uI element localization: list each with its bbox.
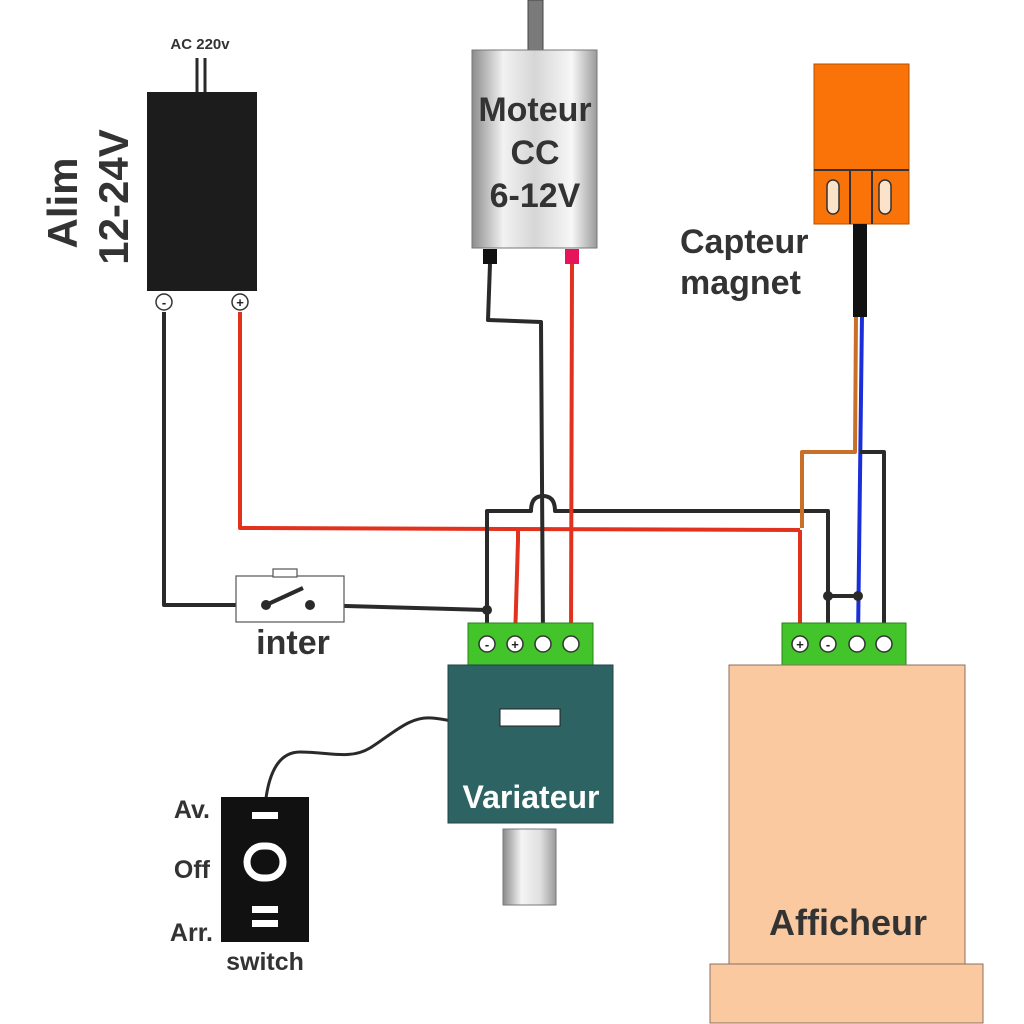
psu-terminal-minus: [155, 293, 173, 311]
motor-terminal-black: [483, 249, 497, 264]
display-terminals: + -: [791, 635, 893, 653]
variator: - + Variateur: [447, 622, 614, 906]
rocker-position-forward: Av.: [174, 796, 210, 824]
variator-terminals: - +: [478, 635, 580, 653]
sensor-cable: [853, 224, 867, 317]
inter-lever: [265, 586, 304, 607]
motor-body: [471, 49, 598, 249]
rocker-mark-off: [243, 842, 287, 882]
rocker-switch-body: [221, 797, 309, 942]
variator-terminal-plus: [506, 635, 524, 653]
display-label: Afficheur: [769, 902, 927, 943]
motor-label-line2: CC: [510, 134, 559, 172]
motor-label-line1: Moteur: [478, 91, 591, 129]
ac-input-label: AC 220v: [170, 36, 230, 53]
rocker-mark-reverse: [252, 920, 278, 927]
sensor-mount-hole: [826, 179, 840, 215]
sensor-mount-hole: [878, 179, 892, 215]
wire-ground-bus: [485, 494, 830, 640]
rocker-switch-label: switch: [226, 948, 304, 976]
variator-body: [447, 664, 614, 824]
variator-terminal-minus-sign: -: [485, 637, 489, 652]
inter-label: inter: [256, 624, 330, 662]
power-supply-label-line2: 12-24V: [90, 129, 137, 264]
psu-terminal-plus: [231, 293, 249, 311]
wire-motor-black: [486, 263, 545, 641]
inter-switch-button: [272, 568, 298, 578]
wires: [162, 263, 886, 799]
wire-psu-minus: [162, 312, 266, 607]
rocker-switch: Av. Off Arr. switch: [170, 796, 309, 976]
rocker-position-off: Off: [174, 856, 211, 884]
variator-terminal-plus-sign: +: [511, 637, 519, 652]
variator-terminal-minus: [478, 635, 496, 653]
display-terminal-minus: [819, 635, 837, 653]
magnetic-sensor: Capteur magnet: [680, 63, 910, 317]
sensor-label-line1: Capteur: [680, 223, 808, 261]
variator-label: Variateur: [463, 779, 600, 815]
inter-contact: [305, 600, 315, 610]
power-supply-body: [147, 92, 257, 291]
variator-terminal-motor-1: [534, 635, 552, 653]
sensor-label-line2: magnet: [680, 264, 801, 302]
display-terminal-plus-sign: +: [796, 637, 804, 652]
display-terminal-minus-sign: -: [826, 637, 830, 652]
variator-knob: [502, 828, 557, 906]
power-supply: AC 220v Alim 12-24V - +: [39, 36, 257, 311]
wire-red-to-variator-plus: [513, 530, 520, 641]
motor-terminal-red: [565, 249, 579, 264]
inter-switch-body: [235, 575, 345, 623]
rocker-mark-forward: [252, 812, 278, 819]
junction-dot: [482, 605, 492, 615]
wire-sensor-blue: [856, 314, 864, 641]
rocker-mark-reverse: [252, 906, 278, 913]
motor-shaft: [527, 0, 544, 53]
wire-sensor-black: [860, 450, 886, 640]
display-body: [728, 664, 966, 966]
display-terminal-sensor-1: [848, 635, 866, 653]
inter-switch: inter: [235, 568, 345, 662]
display-terminal-sensor-2: [875, 635, 893, 653]
variator-terminal-motor-2: [562, 635, 580, 653]
display: + - Afficheur: [709, 622, 984, 1024]
display-base: [709, 963, 984, 1024]
variator-connector-slot: [499, 708, 561, 727]
junction-dot: [853, 591, 863, 601]
motor-label-line3: 6-12V: [490, 177, 581, 215]
psu-terminal-minus-sign: -: [162, 295, 166, 310]
junction-dot: [823, 591, 833, 601]
display-terminal-plus: [791, 635, 809, 653]
power-supply-label-line1: Alim: [39, 157, 86, 248]
motor: Moteur CC 6-12V: [471, 0, 598, 264]
psu-terminal-plus-sign: +: [236, 295, 244, 310]
wire-motor-red: [569, 263, 574, 641]
wire-psu-plus: [238, 312, 801, 532]
rocker-position-reverse: Arr.: [170, 919, 213, 947]
wire-sensor-brown: [800, 314, 858, 528]
